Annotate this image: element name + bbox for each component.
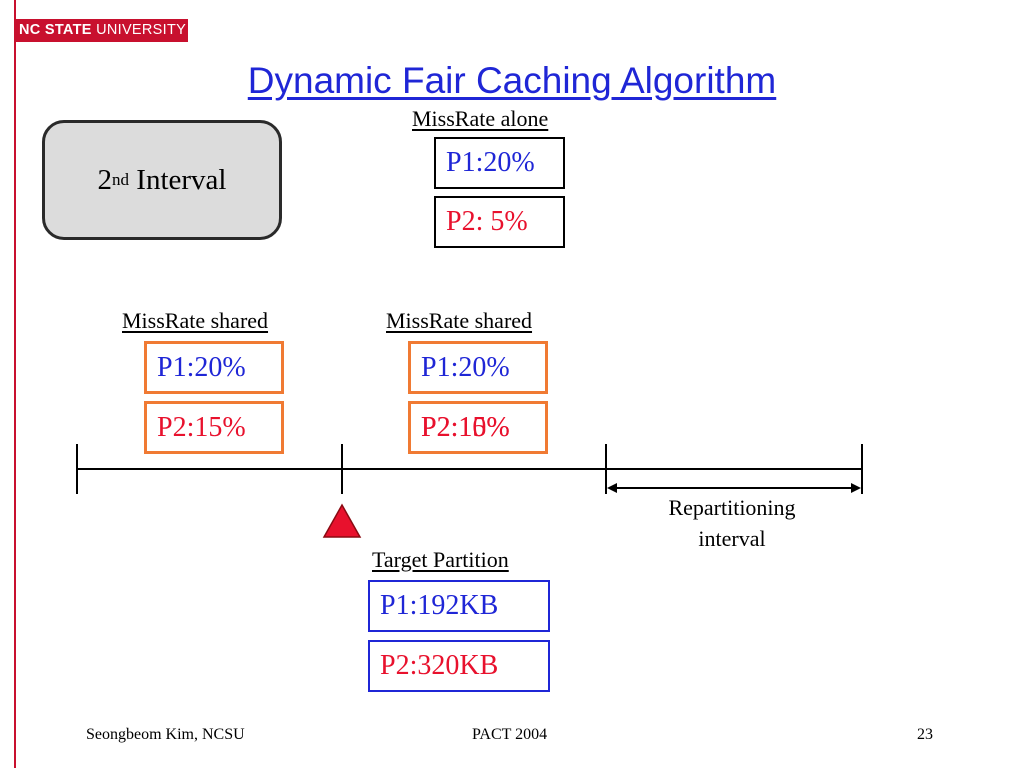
repartition-interval-arrow	[607, 483, 861, 493]
timeline-tick-2	[341, 444, 343, 494]
target-p1-value: P1:192KB	[380, 590, 499, 621]
interval-suffix: nd	[112, 170, 130, 189]
target-p2-box: P2:320KB	[368, 640, 550, 692]
logo-rest-text: UNIVERSITY	[96, 22, 187, 38]
timeline-tick-start	[76, 444, 78, 494]
timeline-axis	[76, 468, 862, 470]
missrate-shared-left-label: MissRate shared	[122, 308, 269, 333]
footer-venue: PACT 2004	[472, 726, 548, 743]
shared-left-p2-box: P2:15%	[144, 401, 284, 454]
repartition-interval-caption: Repartitioning interval	[622, 493, 842, 555]
interval-number: 2	[97, 163, 113, 196]
footer-page-number: 23	[917, 726, 933, 743]
alone-p2-value: P2: 5%	[446, 206, 528, 237]
logo-bold-text: NC STATE	[19, 22, 92, 38]
timeline-tick-end	[861, 444, 863, 494]
shared-right-p2-new-value: P2:10%	[421, 411, 510, 443]
missrate-alone-label: MissRate alone	[412, 106, 549, 131]
shared-right-p1-box: P1:20%	[408, 341, 548, 394]
repartition-caption-line1: Repartitioning	[668, 495, 796, 520]
interval-label: Interval	[136, 163, 227, 196]
alone-p2-box: P2: 5%	[434, 196, 565, 248]
slide-title: Dynamic Fair Caching Algorithm	[247, 60, 777, 101]
university-logo: NC STATE UNIVERSITY	[16, 19, 188, 42]
alone-p1-value: P1:20%	[446, 147, 535, 178]
shared-left-p1-box: P1:20%	[144, 341, 284, 394]
left-accent-line	[14, 0, 16, 768]
current-position-marker-icon	[322, 503, 362, 538]
shared-right-p2-overlap: P2:15% P2:10%	[421, 411, 510, 443]
shared-right-p2-box: P2:15% P2:10%	[408, 401, 548, 454]
shared-left-p2-value: P2:15%	[157, 411, 246, 443]
missrate-shared-right-label: MissRate shared	[386, 308, 533, 333]
shared-right-p2-old-value: P2:15%	[421, 411, 510, 443]
target-p1-box: P1:192KB	[368, 580, 550, 632]
timeline-tick-3	[605, 444, 607, 494]
target-p2-value: P2:320KB	[380, 650, 499, 681]
alone-p1-box: P1:20%	[434, 137, 565, 189]
target-partition-label: Target Partition	[372, 547, 509, 572]
footer-author: Seongbeom Kim, NCSU	[86, 726, 245, 743]
repartition-caption-line2: interval	[698, 525, 766, 551]
shared-right-p1-value: P1:20%	[421, 351, 510, 383]
shared-left-p1-value: P1:20%	[157, 351, 246, 383]
